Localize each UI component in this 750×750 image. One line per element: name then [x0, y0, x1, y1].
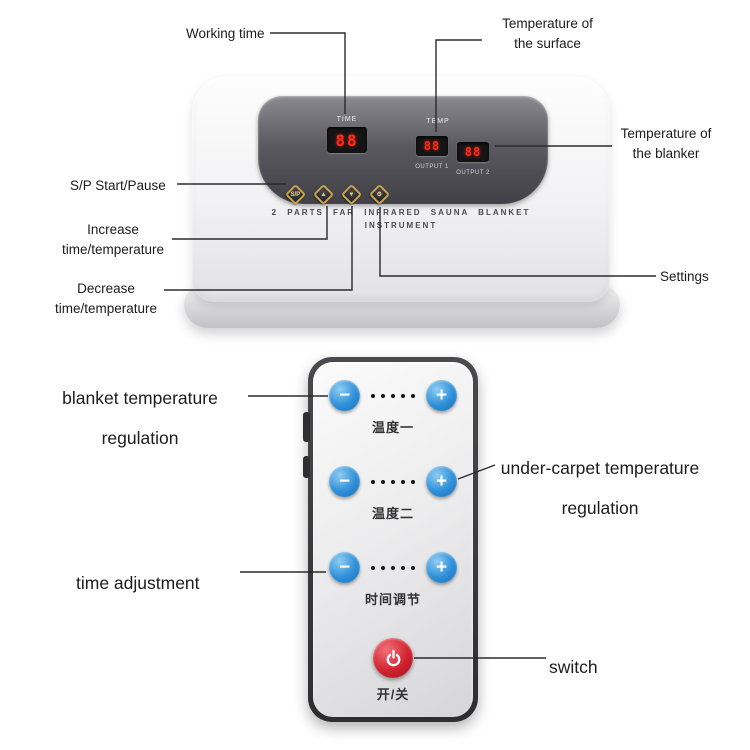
dots-decor — [371, 565, 415, 570]
temp2-label: 温度二 — [371, 506, 414, 521]
power-label: 开/关 — [376, 687, 410, 702]
annotation-blanket-regulation-line2: regulation — [101, 428, 179, 448]
blanket-temp-plus-button[interactable]: + — [426, 380, 457, 411]
annotation-switch: switch — [549, 657, 598, 677]
output1-label: OUTPUT 1 — [415, 164, 449, 170]
time-plus-button[interactable]: + — [426, 552, 457, 583]
plus-icon: + — [435, 385, 448, 406]
control-panel: TIME 88 TEMP 88 88 OUTPUT 1 OUTPUT 2 S/P — [258, 96, 548, 206]
remote-row-temp2: − + 温度二 — [329, 466, 457, 532]
power-icon — [386, 649, 400, 666]
up-arrow-icon: ▲ — [320, 191, 327, 198]
carpet-temp-plus-button[interactable]: + — [426, 466, 457, 497]
plus-icon: + — [435, 557, 448, 578]
annotation-temp-surface: Temperature of the surface — [480, 14, 615, 54]
increase-button[interactable]: ▲ — [312, 183, 335, 206]
minus-icon: − — [338, 385, 351, 406]
device-button-row: S/P ▲ ▼ ⚙ — [284, 183, 391, 206]
surface-temp-value: 88 — [423, 139, 441, 153]
annotation-blanket-regulation-line1: blanket temperature — [62, 388, 218, 408]
gear-icon: ⚙ — [376, 191, 383, 198]
temp-label: TEMP — [426, 118, 450, 125]
temp1-label: 温度一 — [371, 420, 414, 435]
remote-row-temp1: − + 温度一 — [329, 380, 457, 446]
time-display: 88 — [327, 127, 367, 153]
remote-row-time: − + 时间调节 — [329, 552, 457, 618]
time-minus-button[interactable]: − — [329, 552, 360, 583]
annotation-blanket-regulation: blanket temperature regulation — [28, 378, 252, 458]
dots-decor — [371, 393, 415, 398]
annotation-sp-start-pause: S/P Start/Pause — [70, 178, 166, 193]
power-section: 开/关 — [373, 638, 413, 703]
annotation-time-adjustment: time adjustment — [76, 573, 200, 593]
surface-temp-display: 88 — [416, 136, 448, 156]
time-adjust-label: 时间调节 — [364, 592, 421, 607]
start-pause-button[interactable]: S/P — [284, 183, 307, 206]
blanket-temp-minus-button[interactable]: − — [329, 380, 360, 411]
dots-decor — [371, 479, 415, 484]
carpet-temp-minus-button[interactable]: − — [329, 466, 360, 497]
annotation-under-carpet-line1: under-carpet temperature — [500, 458, 700, 478]
power-button[interactable] — [373, 638, 413, 678]
annotation-temp-blanket-line1: Temperature of — [620, 126, 712, 141]
controller-device: TIME 88 TEMP 88 88 OUTPUT 1 OUTPUT 2 S/P — [192, 76, 610, 302]
annotation-increase-line2: time/temperature — [61, 242, 165, 257]
output2-label: OUTPUT 2 — [456, 170, 490, 176]
minus-icon: − — [338, 471, 351, 492]
annotation-temp-surface-line2: the surface — [514, 36, 581, 51]
down-arrow-icon: ▼ — [348, 191, 355, 198]
annotation-temp-blanket: Temperature of the blanker — [606, 124, 726, 164]
annotation-settings: Settings — [660, 269, 709, 284]
annotation-temp-surface-line1: Temperature of — [502, 16, 593, 31]
minus-icon: − — [338, 557, 351, 578]
remote-face: − + 温度一 − + — [313, 362, 473, 717]
blanket-temp-display: 88 — [457, 142, 489, 162]
decrease-button[interactable]: ▼ — [340, 183, 363, 206]
time-display-group: TIME 88 — [322, 116, 372, 153]
plus-icon: + — [435, 471, 448, 492]
settings-button[interactable]: ⚙ — [368, 183, 391, 206]
annotation-under-carpet: under-carpet temperature regulation — [480, 448, 720, 528]
annotation-decrease-line1: Decrease — [77, 281, 135, 296]
device-name-line1: 2 PARTS FAR INFRARED SAUNA BLANKET — [271, 208, 531, 217]
annotation-decrease-line2: time/temperature — [54, 301, 158, 316]
time-value: 88 — [335, 130, 359, 150]
remote-control: − + 温度一 − + — [303, 357, 478, 722]
annotation-increase: Increase time/temperature — [44, 220, 182, 260]
remote-side-button — [303, 456, 310, 478]
annotation-under-carpet-line2: regulation — [561, 498, 639, 518]
remote-side-button — [303, 412, 310, 442]
start-pause-button-label: S/P — [290, 191, 301, 198]
device-name-line2: INSTRUMENT — [364, 221, 438, 230]
annotation-decrease: Decrease time/temperature — [36, 279, 176, 319]
annotation-working-time: Working time — [186, 26, 265, 41]
time-label: TIME — [336, 116, 358, 123]
device-name: 2 PARTS FAR INFRARED SAUNA BLANKET INSTR… — [192, 206, 610, 232]
annotation-increase-line1: Increase — [87, 222, 139, 237]
blanket-temp-value: 88 — [464, 145, 482, 159]
annotation-temp-blanket-line2: the blanker — [632, 146, 700, 161]
